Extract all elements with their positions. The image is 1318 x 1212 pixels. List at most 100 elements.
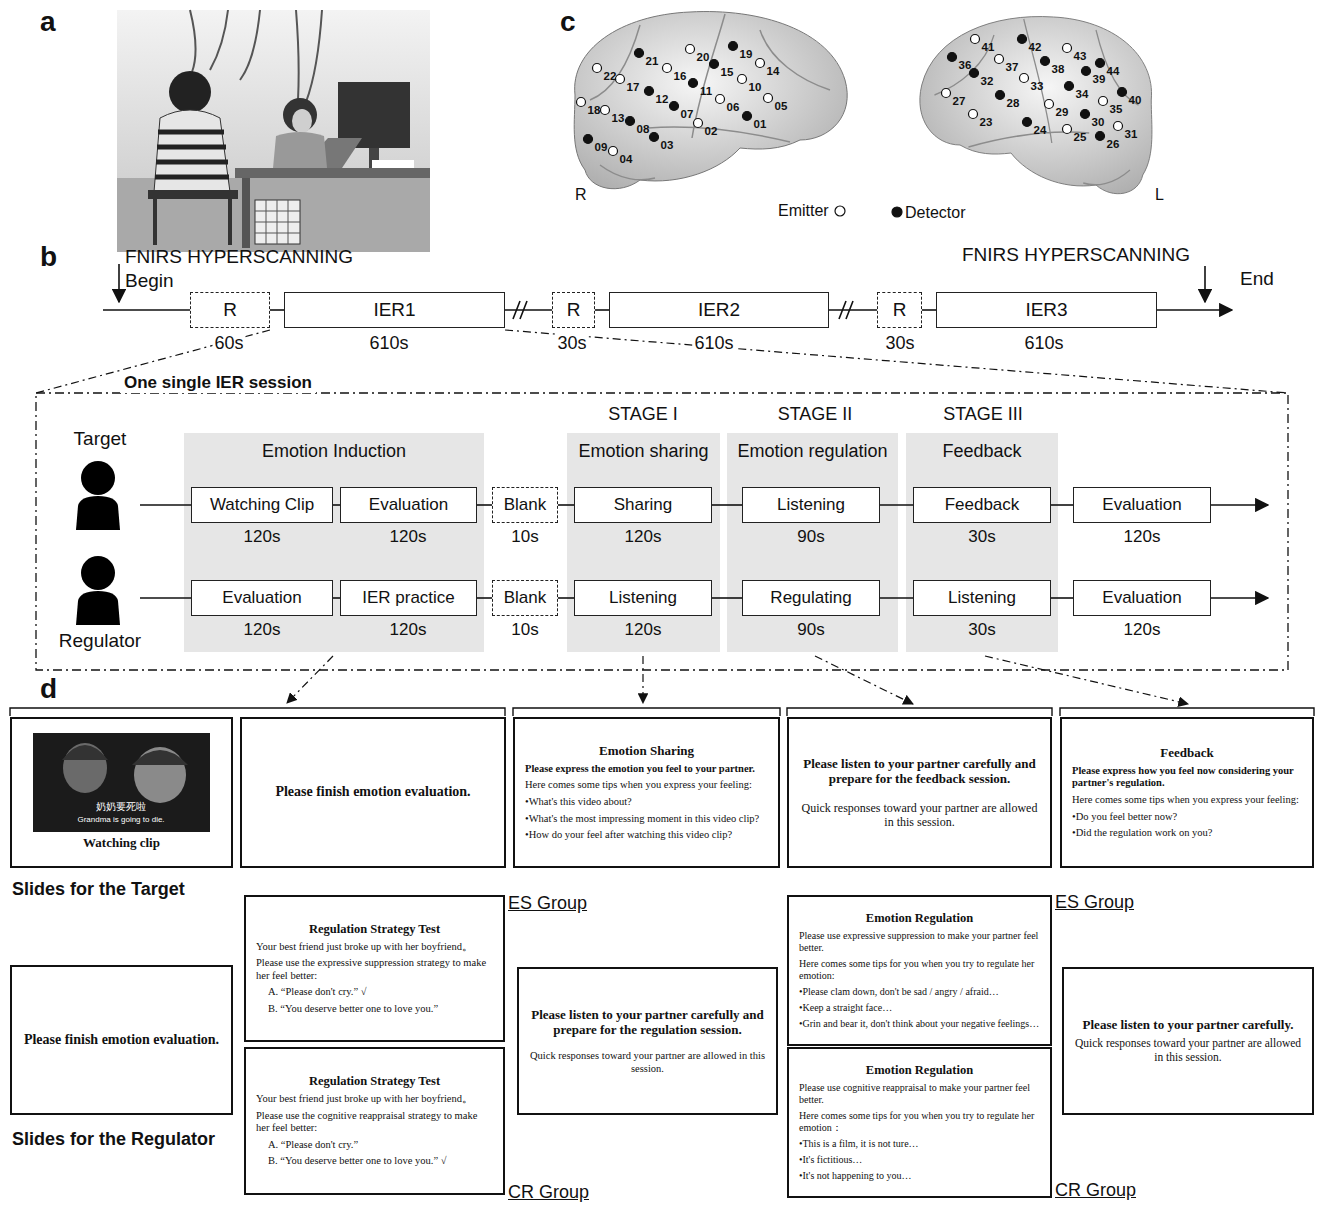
pointer-arrow bbox=[642, 656, 643, 703]
node-text: Emotion sharing bbox=[567, 441, 720, 462]
emitter-dot bbox=[1020, 74, 1029, 83]
hemisphere-mark: R bbox=[575, 186, 587, 204]
detector-dot bbox=[1023, 118, 1032, 127]
node-text: Emotion Induction bbox=[184, 441, 484, 462]
duration: 120s bbox=[244, 527, 281, 547]
node-text: Regulating bbox=[770, 588, 851, 608]
session-outline bbox=[36, 393, 1288, 670]
panel-letter: a bbox=[40, 6, 56, 38]
channel-number: 37 bbox=[1006, 61, 1019, 74]
channel-number: 07 bbox=[681, 108, 694, 121]
connector bbox=[712, 504, 742, 506]
slide-panel: Emotion RegulationPlease use expressive … bbox=[787, 895, 1052, 1046]
step-box: Evaluation bbox=[1073, 487, 1211, 523]
channel-number: 15 bbox=[721, 66, 734, 79]
slide-panel: Watching clip bbox=[10, 717, 233, 868]
duration: 30s bbox=[883, 333, 916, 354]
channel-number: 18 bbox=[588, 104, 601, 117]
group-name: CR Group bbox=[1055, 1180, 1136, 1201]
clip-still bbox=[33, 733, 210, 832]
emitter-dot bbox=[738, 75, 747, 84]
channel-number: 43 bbox=[1074, 50, 1087, 63]
connector bbox=[333, 597, 340, 599]
node-text: Your best friend just broke up with her … bbox=[256, 941, 493, 954]
group-brackets bbox=[10, 708, 1314, 716]
node-text: Feedback bbox=[906, 441, 1058, 462]
session-frame: One single IER sessionEmotion InductionW… bbox=[36, 393, 1288, 670]
node-text: Please listen to your partner carefully … bbox=[529, 1007, 766, 1038]
duration: 30s bbox=[968, 527, 995, 547]
step-box: Regulating bbox=[742, 580, 880, 616]
stage-name: STAGE I bbox=[606, 404, 680, 425]
brain-outline bbox=[920, 17, 1152, 194]
node-text: •Did the regulation work on you? bbox=[1072, 827, 1302, 840]
session-box: IER3 bbox=[936, 292, 1157, 328]
detector-dot bbox=[948, 53, 957, 62]
subtitle: 奶奶要死啦 bbox=[96, 801, 146, 813]
emitter-dot bbox=[971, 35, 980, 44]
duration: 30s bbox=[968, 620, 995, 640]
sulci bbox=[935, 19, 1139, 185]
duration: 120s bbox=[390, 527, 427, 547]
blank-box: Blank bbox=[492, 487, 558, 523]
duration: 10s bbox=[511, 527, 538, 547]
rest-box: R bbox=[552, 292, 595, 328]
step-box: Sharing bbox=[574, 487, 712, 523]
slide-panel: Emotion SharingPlease express the emotio… bbox=[513, 717, 780, 868]
detector-dot bbox=[645, 87, 654, 96]
channel-number: 14 bbox=[767, 65, 780, 78]
regulator-icon-head bbox=[81, 556, 115, 590]
detector-dot bbox=[584, 135, 593, 144]
node-text: •It's not happening to you… bbox=[799, 1170, 1040, 1182]
channel-number: 05 bbox=[775, 100, 788, 113]
timeline-start bbox=[103, 309, 190, 311]
clip-hair bbox=[62, 745, 188, 765]
emitter-dot bbox=[1045, 100, 1054, 109]
emitter-dot bbox=[609, 147, 618, 156]
channel-number: 04 bbox=[620, 153, 633, 166]
channel-number: 23 bbox=[980, 116, 993, 129]
emitter-dot bbox=[694, 119, 703, 128]
participant-body bbox=[154, 110, 230, 192]
channel-number: 39 bbox=[1093, 73, 1106, 86]
emitter-dot bbox=[1099, 97, 1108, 106]
node-text: •Do you feel better now? bbox=[1072, 811, 1302, 824]
connector bbox=[270, 309, 284, 311]
regulator-icon-body bbox=[76, 591, 120, 625]
legend-text: Emitter bbox=[778, 202, 829, 220]
brain-right bbox=[574, 12, 847, 189]
band-fill bbox=[184, 433, 484, 652]
participant-face bbox=[292, 109, 312, 133]
node-text: •How do your feel after watching this vi… bbox=[525, 829, 768, 842]
node-text: B. “You deserve better one to love you.” bbox=[256, 1003, 493, 1016]
connector bbox=[595, 309, 609, 311]
channel-number: 40 bbox=[1129, 94, 1142, 107]
duration: 120s bbox=[1124, 527, 1161, 547]
node-text: Blank bbox=[504, 588, 547, 608]
connector bbox=[505, 309, 552, 311]
channel-number: 01 bbox=[754, 118, 767, 131]
detector-dot bbox=[626, 117, 635, 126]
channel-number: 31 bbox=[1125, 128, 1138, 141]
slide-panel: Please listen to your partner carefully … bbox=[787, 717, 1052, 868]
node-text: •What's this video about? bbox=[525, 796, 768, 809]
connector bbox=[558, 597, 574, 599]
node-text: Regulation Strategy Test bbox=[256, 922, 493, 937]
band-fill bbox=[906, 433, 1058, 652]
shirt-stripes bbox=[155, 132, 229, 177]
node-text: Please express how you feel now consider… bbox=[1072, 765, 1302, 790]
session-box: IER1 bbox=[284, 292, 505, 328]
node-text: Please use the cognitive reappraisal str… bbox=[256, 1110, 493, 1135]
node-text: Evaluation bbox=[369, 495, 448, 515]
panel-d-pointers bbox=[10, 656, 1314, 716]
node-text: Here comes some tips for you when you tr… bbox=[799, 1110, 1040, 1134]
step-box: Listening bbox=[913, 580, 1051, 616]
legend-emitter-sample bbox=[835, 206, 845, 216]
target-icon-head bbox=[81, 461, 115, 495]
probe-dots bbox=[577, 35, 1127, 218]
slide-panel: Please listen to your partner carefully … bbox=[517, 967, 778, 1115]
node-text: •Grin and bear it, don't think about you… bbox=[799, 1018, 1040, 1030]
node-text: Watching Clip bbox=[210, 495, 314, 515]
channel-number: 26 bbox=[1107, 138, 1120, 151]
zoom-lines bbox=[36, 330, 1288, 393]
